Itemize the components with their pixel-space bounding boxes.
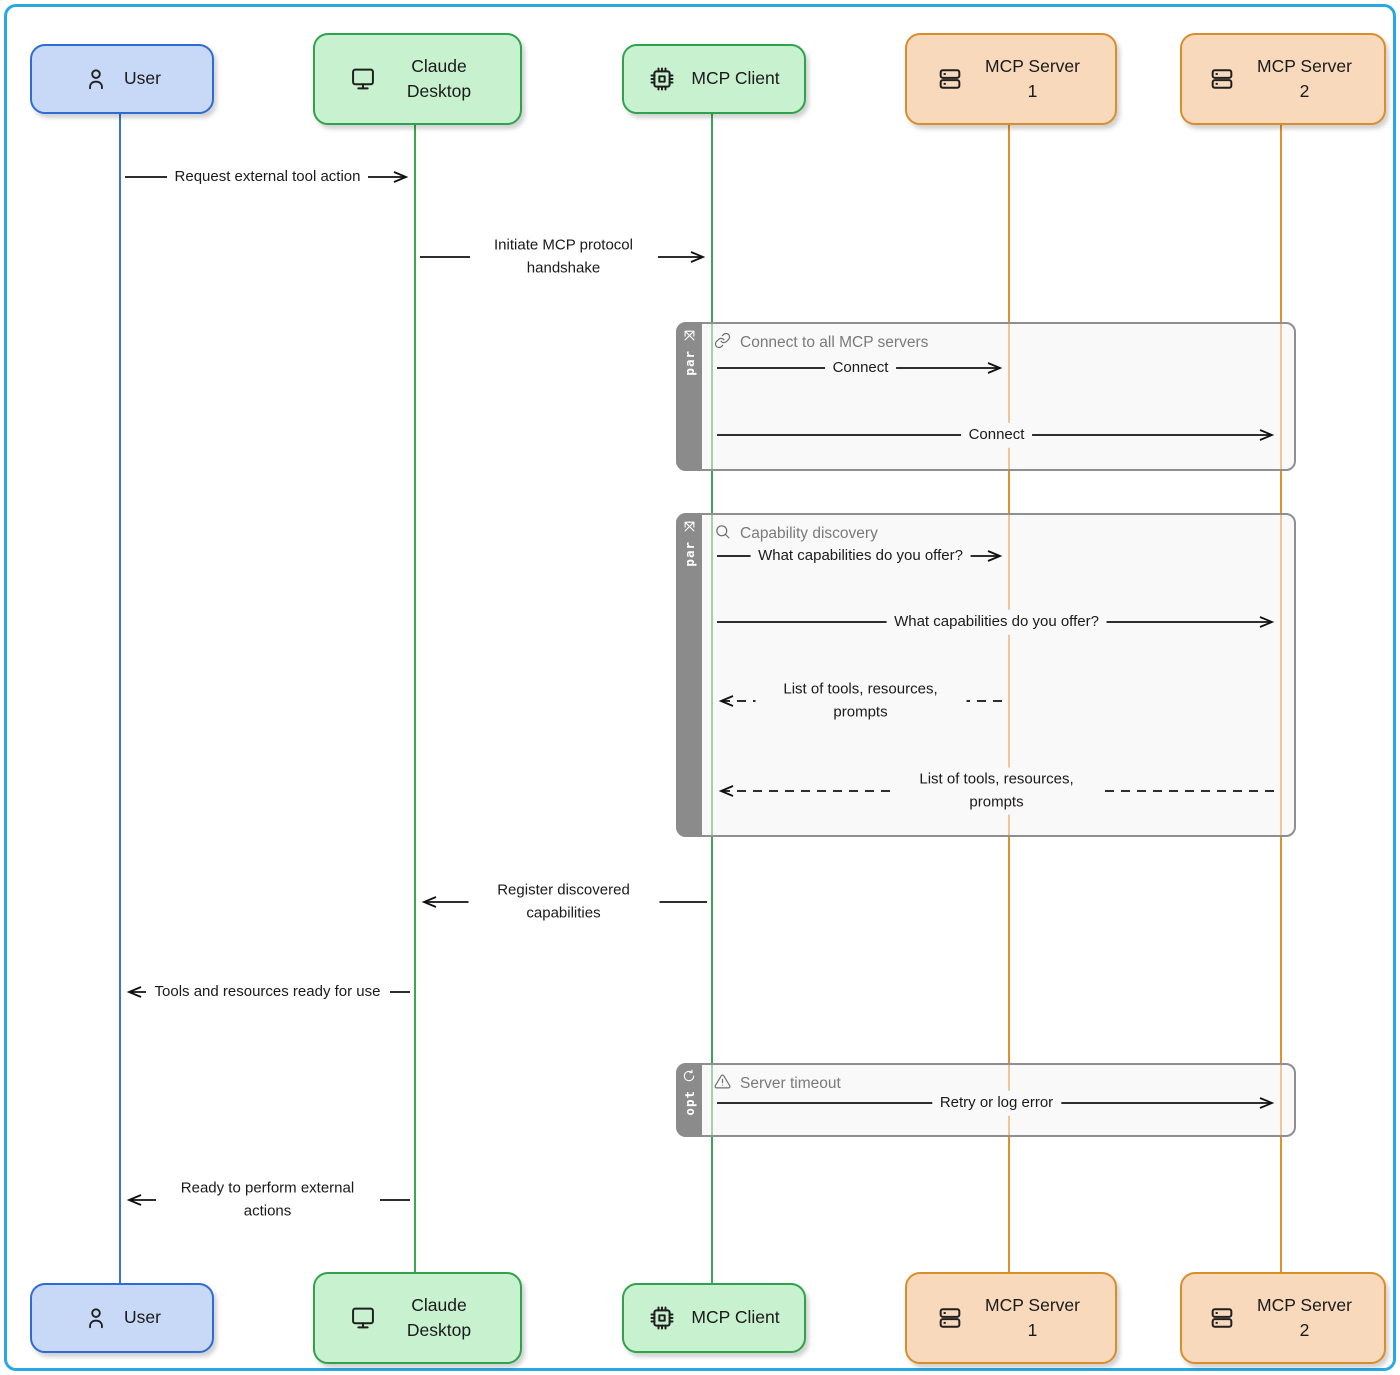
block-tag: par (681, 541, 697, 567)
message-label: Connect (824, 355, 897, 381)
lifeline-user (119, 110, 121, 1283)
monitor-icon (349, 65, 377, 93)
message-label: List of tools, resources, prompts (755, 677, 966, 725)
message-label: Retry or log error (931, 1090, 1062, 1116)
message-label: Register discovered capabilities (468, 878, 659, 926)
actor-claude-desktop-bottom: Claude Desktop (313, 1272, 522, 1364)
link-icon (714, 332, 731, 354)
warning-icon (714, 1073, 731, 1095)
actor-claude-desktop-top: Claude Desktop (313, 33, 522, 125)
actor-label: MCP Client (691, 68, 780, 89)
message-capabilities-query-server2: What capabilities do you offer? (712, 609, 1281, 635)
parallel-arrows-icon (682, 328, 697, 343)
block-title: Server timeout (740, 1075, 841, 1092)
chip-icon (648, 1304, 676, 1332)
retry-loop-icon (682, 1069, 696, 1083)
server-icon (1208, 65, 1236, 93)
server-icon (936, 1304, 964, 1332)
opt-tab: opt (676, 1063, 702, 1137)
actor-mcp-client-top: MCP Client (622, 44, 806, 114)
person-icon (83, 1305, 109, 1331)
actor-label: MCP Server 2 (1257, 55, 1352, 101)
server-icon (936, 65, 964, 93)
message-label: Request external tool action (166, 164, 369, 190)
actor-label: Claude Desktop (406, 1294, 472, 1340)
actor-mcp-client-bottom: MCP Client (622, 1283, 806, 1353)
block-title: Connect to all MCP servers (740, 334, 929, 351)
message-request-external-tool-action: Request external tool action (120, 164, 415, 190)
actor-mcp-server-1-top: MCP Server 1 (905, 33, 1117, 125)
actor-user-bottom: User (30, 1283, 214, 1353)
actor-label: MCP Server 1 (985, 55, 1080, 101)
message-capabilities-query-server1: What capabilities do you offer? (712, 543, 1009, 569)
actor-mcp-server-2-bottom: MCP Server 2 (1180, 1272, 1386, 1364)
par-tab: par (676, 513, 702, 837)
person-icon (83, 66, 109, 92)
actor-label: MCP Server 2 (1257, 1294, 1352, 1340)
parallel-arrows-icon (682, 519, 697, 534)
actor-label: MCP Client (691, 1307, 780, 1328)
message-label: What capabilities do you offer? (886, 609, 1107, 635)
actor-user-top: User (30, 44, 214, 114)
message-ready-external-actions: Ready to perform external actions (120, 1176, 415, 1224)
par-tab: par (676, 322, 702, 471)
actor-label: User (124, 1307, 161, 1328)
message-tools-ready: Tools and resources ready for use (120, 979, 415, 1005)
chip-icon (648, 65, 676, 93)
search-icon (714, 523, 731, 545)
actor-label: Claude Desktop (406, 55, 472, 101)
message-connect-server2: Connect (712, 422, 1281, 448)
message-label: What capabilities do you offer? (750, 543, 971, 569)
message-label: Ready to perform external actions (155, 1176, 380, 1224)
message-label: Tools and resources ready for use (145, 979, 390, 1005)
block-tag: opt (681, 1090, 697, 1116)
par-block-connect: par Connect to all MCP servers (676, 322, 1296, 471)
block-tag: par (681, 350, 697, 376)
actor-label: MCP Server 1 (985, 1294, 1080, 1340)
lifeline-claude-desktop (414, 121, 416, 1272)
message-capability-list-server2: List of tools, resources, prompts (712, 767, 1281, 815)
block-title: Capability discovery (740, 525, 878, 542)
message-label: Initiate MCP protocol handshake (469, 233, 658, 281)
message-label: Connect (960, 422, 1033, 448)
message-label: List of tools, resources, prompts (891, 767, 1102, 815)
actor-mcp-server-1-bottom: MCP Server 1 (905, 1272, 1117, 1364)
message-register-capabilities: Register discovered capabilities (415, 878, 712, 926)
actor-mcp-server-2-top: MCP Server 2 (1180, 33, 1386, 125)
message-connect-server1: Connect (712, 355, 1009, 381)
message-capability-list-server1: List of tools, resources, prompts (712, 677, 1009, 725)
server-icon (1208, 1304, 1236, 1332)
message-initiate-handshake: Initiate MCP protocol handshake (415, 233, 712, 281)
monitor-icon (349, 1304, 377, 1332)
message-retry-or-log-error: Retry or log error (712, 1090, 1281, 1116)
actor-label: User (124, 68, 161, 89)
